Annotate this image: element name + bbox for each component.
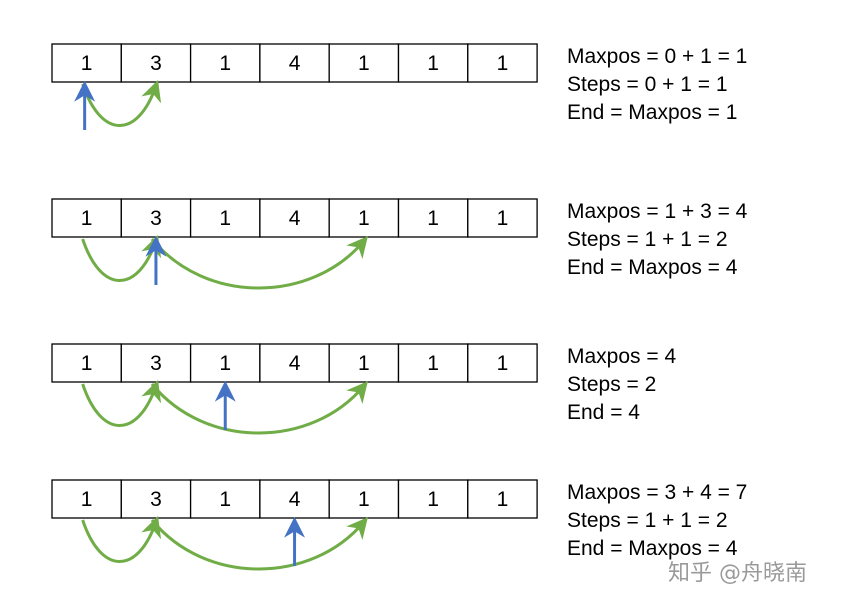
array-cell — [397, 343, 469, 383]
array-cell — [51, 343, 122, 383]
info-line: Maxpos = 0 + 1 = 1 — [567, 45, 747, 68]
array-cell — [120, 43, 192, 83]
info-line: Steps = 1 + 1 = 2 — [567, 228, 728, 251]
info-line: Steps = 0 + 1 = 1 — [567, 73, 728, 96]
cell-value: 3 — [150, 52, 162, 75]
jump-arc — [81, 516, 162, 563]
array-cell — [397, 43, 469, 83]
cell-value: 1 — [497, 52, 509, 75]
cell-value: 1 — [358, 488, 370, 511]
diagram-row: 1 3 1 4 1 1 1 Maxpos = 3 + 4 = 7 Steps = 1 + 1 =… — [51, 479, 747, 571]
array-cell — [189, 43, 261, 83]
array-cell — [120, 198, 192, 238]
cell-value: 1 — [427, 352, 439, 375]
cell-value: 1 — [358, 52, 370, 75]
array-cell — [397, 198, 469, 238]
cell-value: 1 — [497, 352, 509, 375]
array-cell — [189, 479, 261, 519]
cell-value: 1 — [219, 52, 231, 75]
cell-value: 1 — [81, 352, 93, 375]
array-cell — [189, 198, 261, 238]
cell-value: 1 — [427, 207, 439, 230]
info-line: Maxpos = 3 + 4 = 7 — [567, 481, 747, 504]
watermark: 知乎 @舟晓南 — [668, 561, 807, 586]
cell-value: 3 — [150, 207, 162, 230]
array-cell — [467, 43, 538, 83]
info-line: End = Maxpos = 4 — [567, 256, 738, 279]
array-cell — [467, 479, 538, 519]
jump-arc — [150, 236, 368, 290]
cell-value: 1 — [81, 207, 93, 230]
info-line: Steps = 2 — [567, 373, 656, 396]
info-line: Maxpos = 4 — [567, 345, 676, 368]
array-cell — [189, 343, 261, 383]
jump-arc — [81, 80, 162, 127]
cell-value: 1 — [81, 488, 93, 511]
cell-value: 3 — [150, 352, 162, 375]
array-cell — [328, 479, 400, 519]
cell-value: 1 — [219, 488, 231, 511]
cell-value: 1 — [358, 352, 370, 375]
jump-arc — [150, 381, 368, 435]
array-cell — [259, 479, 330, 519]
rows-layer: 1 3 1 4 1 1 1 Maxpos = 0 + 1 = 1 Steps = 0 + 1 =… — [51, 43, 748, 571]
cell-value: 1 — [219, 352, 231, 375]
info-line: End = Maxpos = 4 — [567, 537, 738, 560]
cell-value: 1 — [497, 488, 509, 511]
cell-value: 1 — [81, 52, 93, 75]
info-line: Maxpos = 1 + 3 = 4 — [567, 200, 748, 223]
diagram-row: 1 3 1 4 1 1 1 Maxpos = 4 Steps = 2 End = 4 — [51, 343, 676, 435]
info-line: Steps = 1 + 1 = 2 — [567, 509, 728, 532]
cell-value: 4 — [289, 52, 301, 75]
cell-value: 4 — [289, 352, 301, 375]
array-cell — [328, 43, 400, 83]
jump-arc — [150, 517, 368, 571]
diagram-row: 1 3 1 4 1 1 1 Maxpos = 1 + 3 = 4 Steps = 1 + 1 =… — [51, 198, 748, 290]
info-line: End = Maxpos = 1 — [567, 101, 737, 124]
cell-value: 1 — [219, 207, 231, 230]
info-line: End = 4 — [567, 401, 640, 424]
array-cell — [51, 479, 122, 519]
diagram-row: 1 3 1 4 1 1 1 Maxpos = 0 + 1 = 1 Steps = 0 + 1 =… — [51, 43, 747, 130]
cell-value: 1 — [497, 207, 509, 230]
array-cell — [259, 198, 330, 238]
array-cell — [467, 198, 538, 238]
cell-value: 3 — [150, 488, 162, 511]
cell-value: 1 — [358, 207, 370, 230]
cell-value: 1 — [427, 52, 439, 75]
cell-value: 1 — [427, 488, 439, 511]
cell-value: 4 — [289, 207, 301, 230]
cell-value: 4 — [289, 488, 301, 511]
array-cell — [120, 479, 192, 519]
jump-arc — [81, 235, 162, 282]
array-cell — [51, 43, 122, 83]
array-cell — [467, 343, 538, 383]
jump-arc — [81, 380, 162, 427]
